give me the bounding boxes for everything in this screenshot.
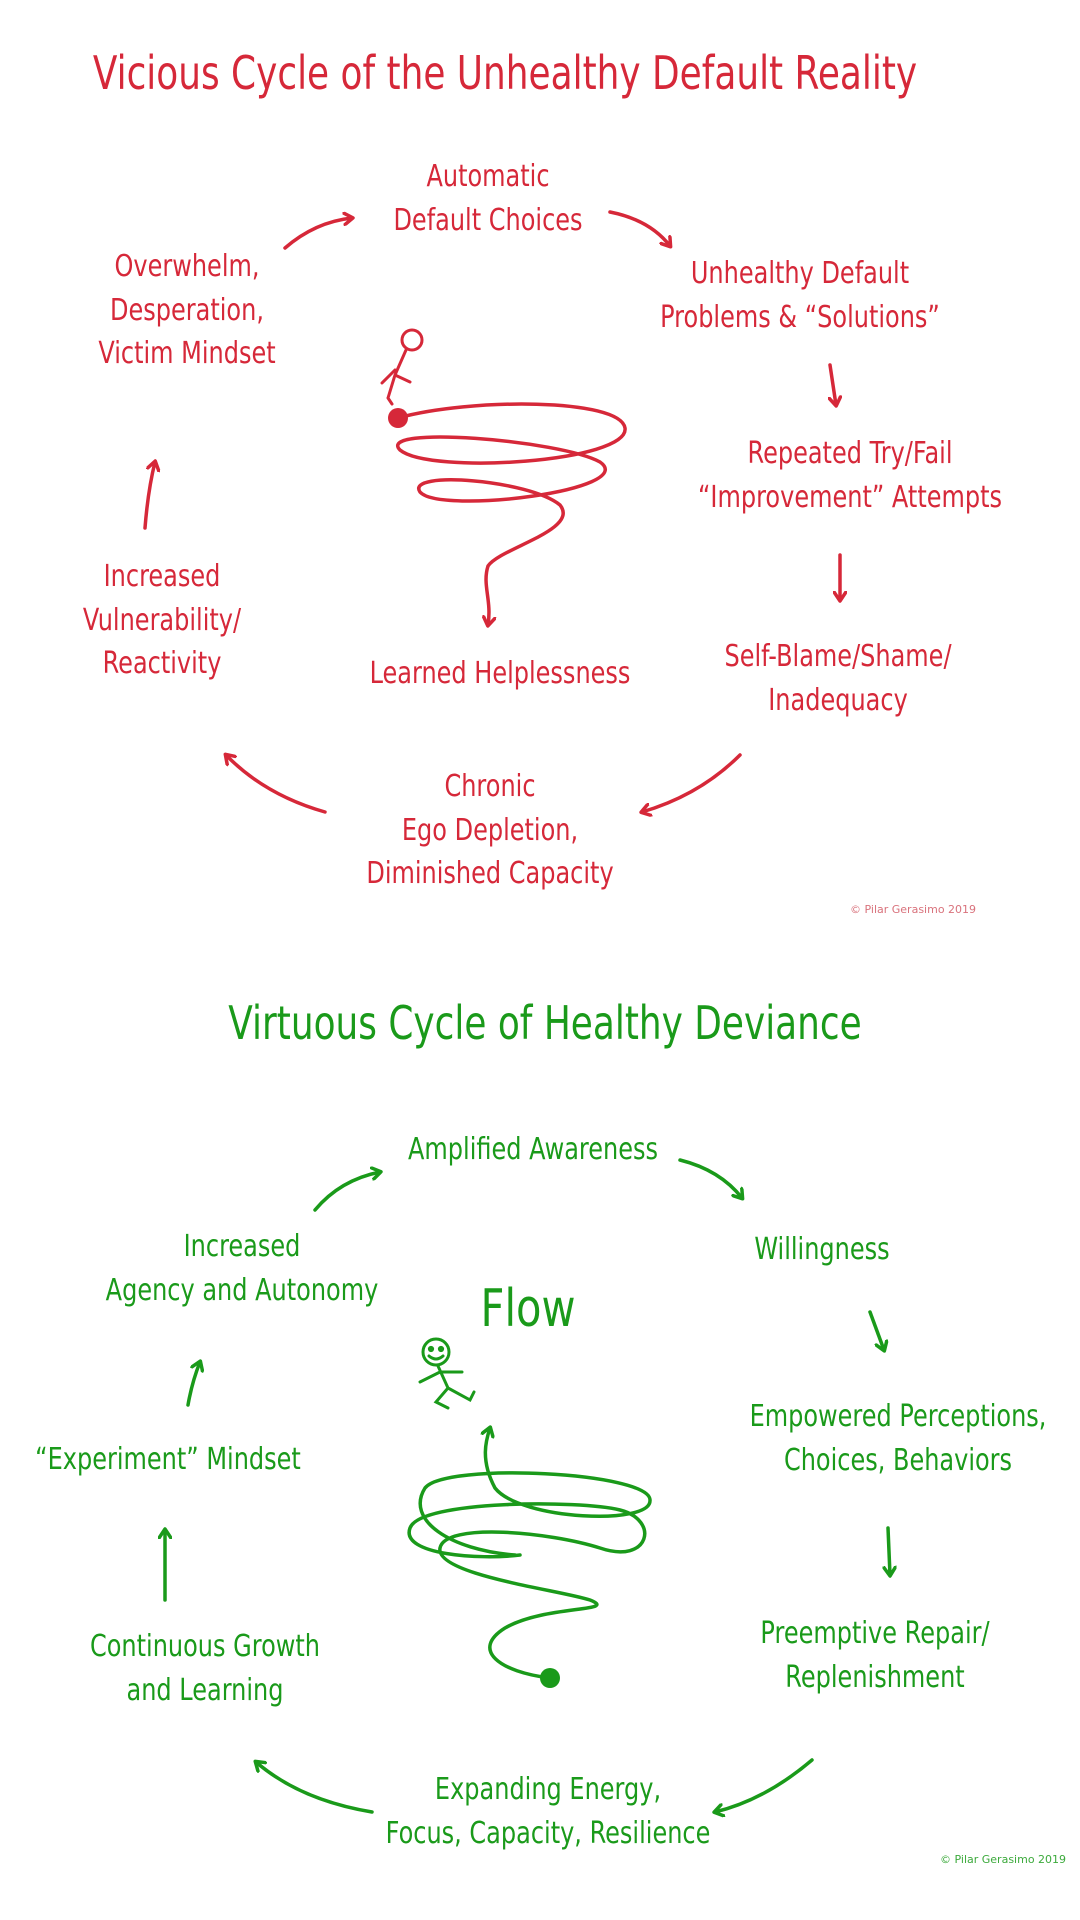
node-line: and Learning xyxy=(90,1669,320,1713)
node-line: Ego Depletion, xyxy=(366,809,613,853)
falling-figure-icon xyxy=(382,330,422,404)
vicious-copyright: © Pilar Gerasimo 2019 xyxy=(850,902,976,918)
arrow-automatic-to-unhealthy xyxy=(610,212,670,246)
node-line: “Improvement” Attempts xyxy=(698,476,1002,520)
node-preemptive-repair: Preemptive Repair/ Replenishment xyxy=(760,1612,989,1699)
node-line: Automatic xyxy=(393,155,582,199)
node-line: Focus, Capacity, Resilience xyxy=(386,1812,711,1856)
node-line: Empowered Perceptions, xyxy=(750,1395,1047,1439)
arrow-amplified-to-willingness xyxy=(680,1160,742,1198)
node-empowered-perceptions: Empowered Perceptions, Choices, Behavior… xyxy=(750,1395,1047,1482)
node-line: Continuous Growth xyxy=(90,1625,320,1669)
arrow-agency-to-amplified xyxy=(315,1172,380,1210)
node-line: Inadequacy xyxy=(724,679,951,723)
node-line: Problems & “Solutions” xyxy=(660,296,940,340)
node-line: Expanding Energy, xyxy=(386,1768,711,1812)
node-line: Reactivity xyxy=(83,642,241,686)
arrow-expanding-to-continuous xyxy=(256,1762,372,1812)
node-overwhelm-desperation: Overwhelm, Desperation, Victim Mindset xyxy=(98,245,275,376)
node-line: Diminished Capacity xyxy=(366,852,613,896)
node-line: Replenishment xyxy=(760,1656,989,1700)
node-line: Agency and Autonomy xyxy=(106,1269,379,1313)
node-line: Amplified Awareness xyxy=(408,1128,658,1172)
arrow-overwhelm-to-automatic xyxy=(285,218,352,248)
arrow-preemptive-to-expanding xyxy=(715,1760,812,1812)
node-line: Default Choices xyxy=(393,199,582,243)
node-line: Repeated Try/Fail xyxy=(698,432,1002,476)
virtuous-spiral xyxy=(409,1428,650,1688)
node-line: Increased xyxy=(106,1225,379,1269)
node-line: Overwhelm, xyxy=(98,245,275,289)
node-continuous-growth: Continuous Growth and Learning xyxy=(90,1625,320,1712)
node-unhealthy-default-problems: Unhealthy Default Problems & “Solutions” xyxy=(660,252,940,339)
arrow-unhealthy-to-repeated xyxy=(830,365,836,405)
virtuous-title: Virtuous Cycle of Healthy Deviance xyxy=(228,990,861,1057)
node-chronic-ego-depletion: Chronic Ego Depletion, Diminished Capaci… xyxy=(366,765,613,896)
node-line: Unhealthy Default xyxy=(660,252,940,296)
arrow-selfblame-to-chronic xyxy=(642,755,740,812)
arrow-chronic-to-increased xyxy=(226,755,325,812)
node-experiment-mindset: “Experiment” Mindset xyxy=(35,1438,301,1482)
node-line: Preemptive Repair/ xyxy=(760,1612,989,1656)
node-line: Self-Blame/Shame/ xyxy=(724,635,951,679)
arrow-increased-to-overwhelm xyxy=(145,462,155,528)
node-increased-vulnerability: Increased Vulnerability/ Reactivity xyxy=(83,555,241,686)
node-line: Increased xyxy=(83,555,241,599)
arrow-willingness-to-empowered xyxy=(870,1312,884,1350)
node-increased-agency: Increased Agency and Autonomy xyxy=(106,1225,379,1312)
node-self-blame-shame: Self-Blame/Shame/ Inadequacy xyxy=(724,635,951,722)
node-expanding-energy: Expanding Energy, Focus, Capacity, Resil… xyxy=(386,1768,711,1855)
node-amplified-awareness: Amplified Awareness xyxy=(408,1128,658,1172)
node-line: Vulnerability/ xyxy=(83,599,241,643)
happy-figure-icon xyxy=(420,1339,474,1408)
vicious-title: Vicious Cycle of the Unhealthy Default R… xyxy=(93,40,917,107)
node-line: Willingness xyxy=(754,1228,889,1272)
node-willingness: Willingness xyxy=(754,1228,889,1272)
arrow-experiment-to-agency xyxy=(188,1362,200,1405)
node-repeated-try-fail: Repeated Try/Fail “Improvement” Attempts xyxy=(698,432,1002,519)
center-learned-helplessness: Learned Helplessness xyxy=(370,652,631,696)
node-line: Desperation, xyxy=(98,289,275,333)
node-line: “Experiment” Mindset xyxy=(35,1438,301,1482)
vicious-spiral xyxy=(388,404,625,625)
center-flow: Flow xyxy=(481,1272,576,1347)
node-line: Chronic xyxy=(366,765,613,809)
node-line: Choices, Behaviors xyxy=(750,1439,1047,1483)
virtuous-copyright: © Pilar Gerasimo 2019 xyxy=(940,1852,1066,1868)
arrow-empowered-to-preemptive xyxy=(888,1528,890,1575)
node-automatic-default-choices: Automatic Default Choices xyxy=(393,155,582,242)
node-line: Victim Mindset xyxy=(98,332,275,376)
